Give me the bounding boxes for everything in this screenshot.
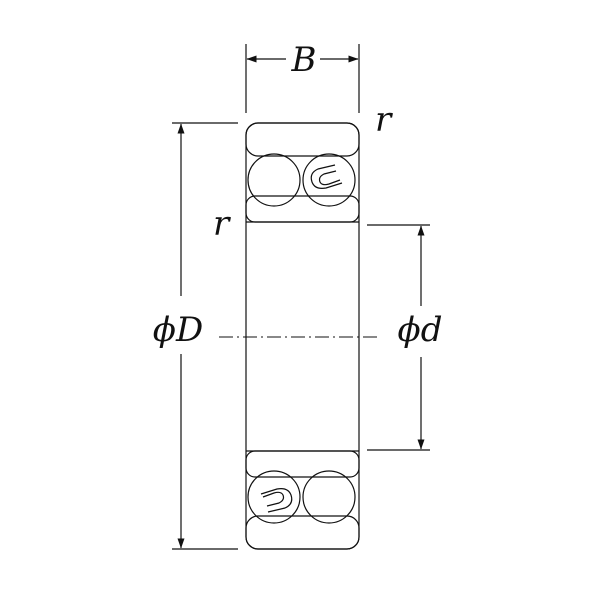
ball-top-left bbox=[247, 153, 301, 207]
inner-ring-top bbox=[245, 195, 360, 223]
outer-ring-bottom bbox=[245, 515, 360, 550]
ball-bottom-right bbox=[302, 470, 356, 524]
inner-ring-bottom bbox=[245, 450, 360, 478]
width-dimension bbox=[245, 44, 360, 113]
radius-label-top-right: r bbox=[375, 100, 393, 140]
bore-diameter-dimension bbox=[367, 224, 430, 451]
outer-diameter-label: ϕD bbox=[153, 310, 203, 350]
outer-ring-top bbox=[245, 122, 360, 157]
ball-top-right bbox=[302, 153, 356, 207]
radius-label-left: r bbox=[213, 204, 231, 244]
bottom-bearing-section bbox=[245, 450, 360, 550]
bearing-outline bbox=[245, 122, 360, 550]
width-label: B bbox=[291, 40, 317, 80]
bore-diameter-label: ϕd bbox=[398, 310, 443, 350]
outer-diameter-dimension bbox=[172, 122, 238, 550]
cage-clip-bottom bbox=[260, 488, 293, 513]
cage-clip-top bbox=[310, 164, 343, 189]
top-bearing-section bbox=[245, 122, 360, 223]
ball-bottom-left bbox=[247, 470, 301, 524]
